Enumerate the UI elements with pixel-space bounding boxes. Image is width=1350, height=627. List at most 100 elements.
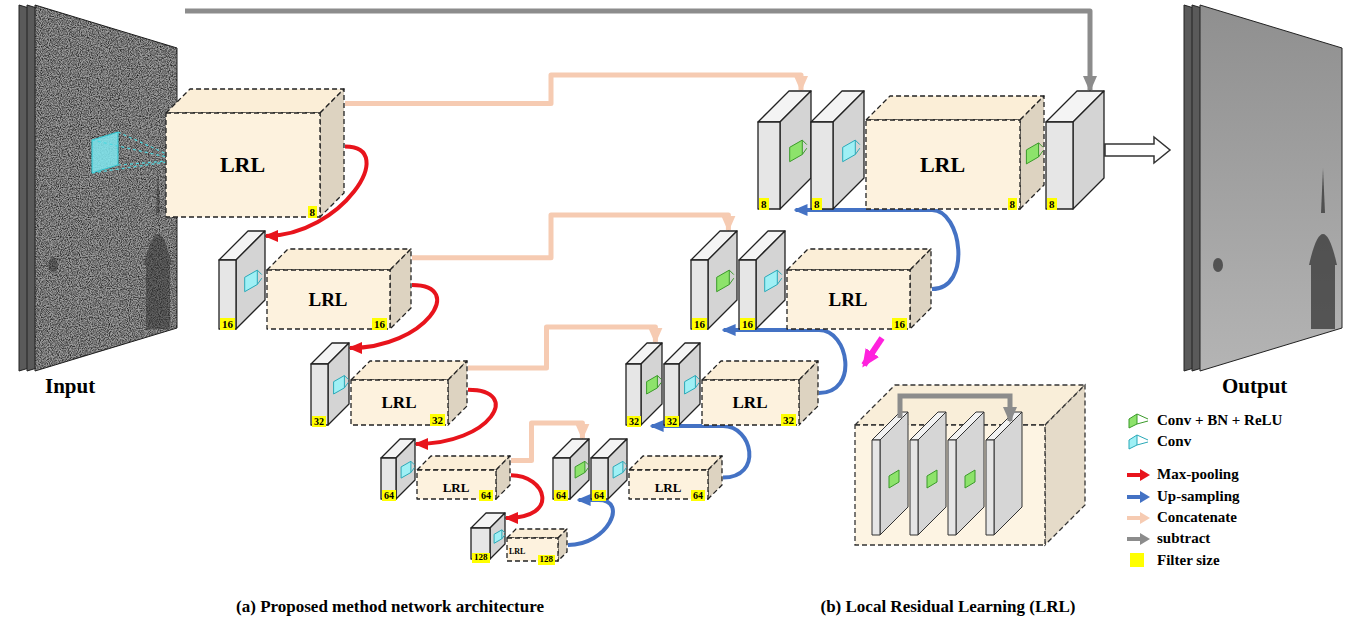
block-label: LRL (220, 153, 265, 177)
filter-size: 64 (554, 490, 568, 501)
conv-slab: 8 (1045, 90, 1105, 210)
output-image-outline (1170, 3, 1348, 400)
conv-rays (257, 270, 262, 284)
filter-size: 32 (430, 414, 445, 426)
text-slot: Up-sampling (1157, 487, 1240, 505)
image-face (35, 5, 177, 371)
lrl-block: LRL64 (628, 455, 723, 500)
receptive-field (92, 132, 118, 173)
block-top-face (166, 89, 344, 113)
block-side-face (756, 231, 785, 329)
block-top-face (351, 361, 467, 380)
block-label: LRL (509, 548, 525, 557)
block-side-face (780, 91, 811, 209)
conv-slab: 64 (590, 438, 628, 500)
text-slot: 32 (627, 411, 641, 429)
text-slot: Input (45, 375, 95, 398)
text-slot: LRL (655, 478, 682, 496)
block-label: LRL (382, 394, 417, 413)
conv-icon (717, 270, 730, 292)
block-top-face (267, 249, 411, 270)
polygon-shape (965, 470, 975, 488)
text-slot: LRL (920, 153, 965, 177)
block-front-face (267, 270, 390, 329)
conv-slab-outline (738, 230, 786, 330)
balloon (1213, 258, 1223, 272)
lrl-block: LRL 32 (350, 360, 468, 426)
conv-rays (502, 530, 505, 539)
filter-size: 16 (692, 318, 707, 330)
conv-slab-outline (310, 342, 350, 426)
conv-rays (777, 270, 782, 284)
arrow-icon-shaft (1127, 495, 1141, 499)
conv-icon (401, 461, 411, 478)
conv-rays (344, 376, 348, 388)
tower-dome (1309, 234, 1337, 265)
text-slot: 16 (692, 314, 707, 332)
filter-size: 16 (372, 318, 387, 330)
text-slot: 32 (430, 410, 445, 428)
conv-icon (575, 461, 585, 478)
input-image: Input (5, 3, 185, 400)
lrl-block: LRL 64 (416, 455, 511, 500)
lrl-detail (855, 385, 1085, 545)
conv-icon (245, 270, 258, 292)
block-front-face (811, 122, 833, 209)
block-side-face (708, 456, 722, 499)
conv-slab-outline (625, 342, 663, 426)
conv-slab: 32 (663, 342, 701, 426)
block-side-face (448, 361, 467, 425)
block-label: LRL (655, 481, 682, 495)
image-label: Input (45, 375, 95, 398)
conv-icon (334, 376, 345, 395)
conv-rays (802, 140, 807, 154)
text-slot: 8 (1008, 194, 1018, 212)
block-top-face (629, 456, 722, 470)
polygon-shape (994, 412, 1022, 535)
conv-icon (790, 140, 803, 162)
conv-slab-outline (663, 342, 701, 426)
filter-size: 8 (812, 198, 822, 210)
conv-slab: 16 (738, 230, 786, 330)
text-slot: Conv + BN + ReLU (1157, 411, 1282, 429)
conv-slab-outline (218, 230, 266, 330)
text-slot: 16 (892, 314, 907, 332)
filter-size: 32 (312, 416, 326, 427)
polygon-shape (889, 470, 899, 488)
conv-rays (411, 461, 415, 472)
tower-body (146, 265, 170, 329)
block-front-face (351, 380, 448, 425)
conv-rays (657, 376, 661, 388)
block-side-face (641, 343, 662, 425)
block-side-face (320, 89, 344, 217)
filter-size: 128 (538, 555, 556, 565)
block-side-face (396, 439, 415, 499)
text-slot: 64 (479, 485, 493, 503)
filter-size: 16 (740, 318, 755, 330)
text-slot: Max-pooling (1157, 465, 1239, 483)
polygon-shape (948, 440, 956, 535)
polygon-shape (956, 412, 984, 535)
conv-slab: 64 (380, 438, 416, 500)
legend-text: Concatenate (1157, 509, 1237, 526)
text-slot: LRL (443, 478, 470, 496)
legend-icon (1126, 530, 1152, 548)
balloon (48, 258, 58, 272)
conv-slab-outline (757, 90, 812, 210)
block-front-face (166, 113, 320, 217)
conv-icon (843, 140, 856, 162)
text-slot: 128 (538, 548, 556, 566)
concatenate-arrow (468, 327, 655, 368)
text-slot: LRL (308, 290, 347, 311)
detail-pointer (864, 338, 882, 365)
conv-icon (685, 376, 696, 395)
text-slot: 8 (1047, 194, 1057, 212)
legend-text: Conv (1157, 433, 1191, 450)
output-arrow (1105, 137, 1170, 163)
conv-rays (695, 376, 699, 388)
text-slot: Conv (1157, 432, 1191, 450)
conv-slab: 8 (757, 90, 812, 210)
image-label: Output (1222, 375, 1287, 398)
block-top-face (507, 529, 567, 538)
